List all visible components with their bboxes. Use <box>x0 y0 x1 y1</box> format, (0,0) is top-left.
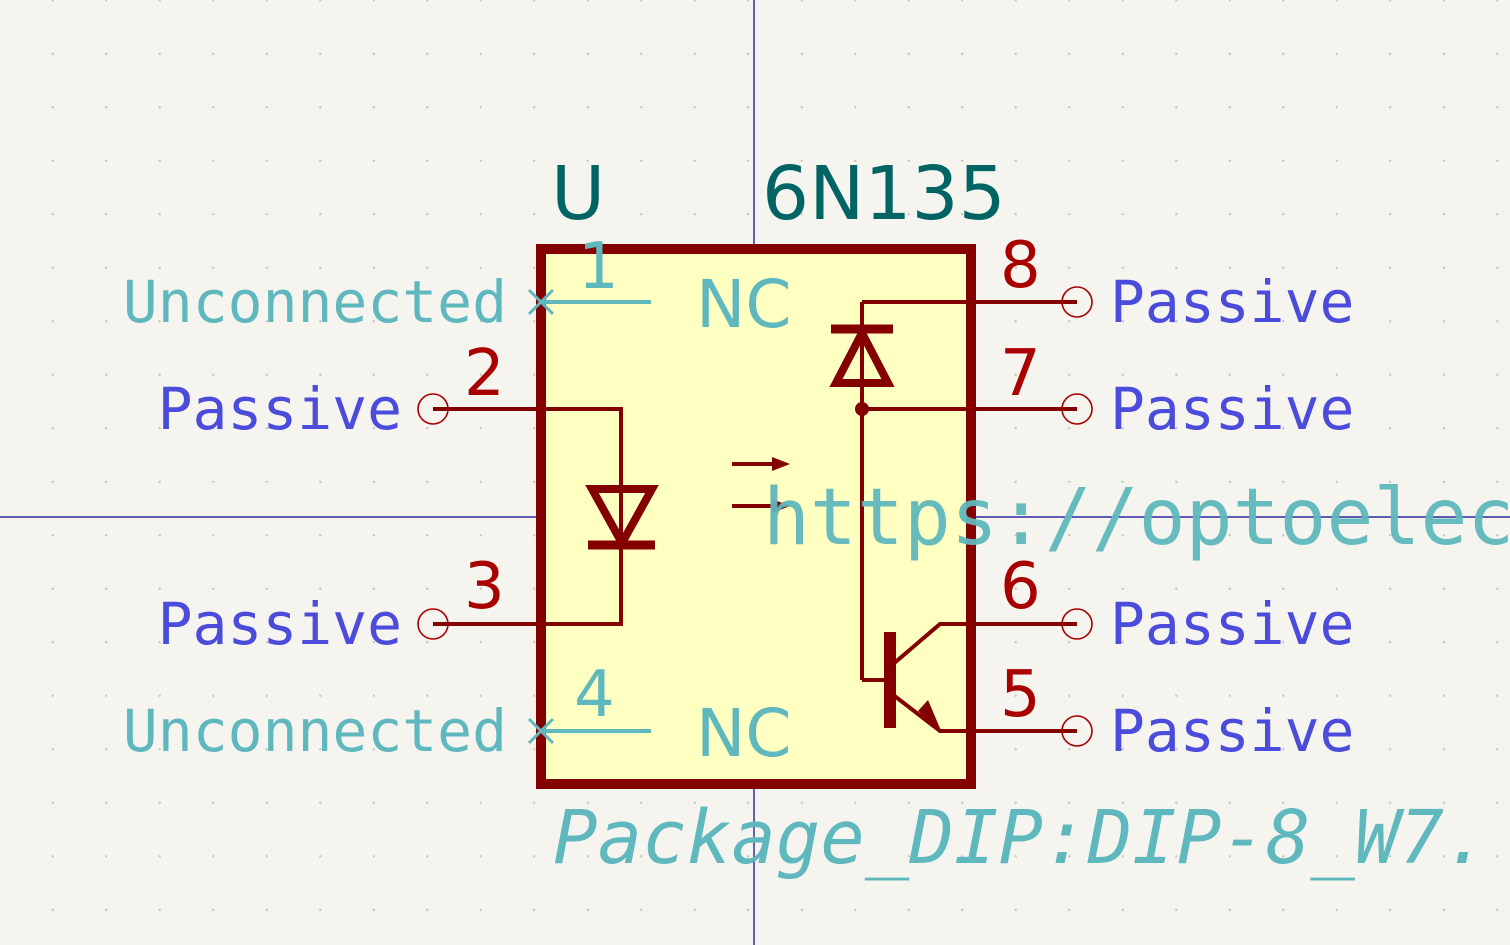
pin-6-number: 6 <box>1000 550 1041 624</box>
led-diode-icon <box>433 407 659 626</box>
pin-1-type: Unconnected <box>123 268 507 336</box>
pin-7-connection[interactable] <box>1061 393 1093 425</box>
pin-3-connection[interactable] <box>417 608 449 640</box>
pin-5-type: Passive <box>1110 697 1354 765</box>
symbol-body[interactable] <box>536 244 976 789</box>
pin-2-connection[interactable] <box>417 393 449 425</box>
pin-1-name: NC <box>696 266 791 343</box>
pin-6-connection[interactable] <box>1061 608 1093 640</box>
pin-6-type: Passive <box>1110 590 1354 658</box>
pin-8-type: Passive <box>1110 268 1354 336</box>
transistor-icon <box>884 622 1077 733</box>
pin-5-number: 5 <box>1000 658 1041 732</box>
pin-2-number: 2 <box>464 337 505 411</box>
light-arrows-icon <box>732 457 790 513</box>
pin-7-number: 7 <box>1000 337 1041 411</box>
photodiode-icon <box>829 300 1077 682</box>
pin-4-number: 4 <box>574 658 615 732</box>
pin-1-number: 1 <box>578 230 619 304</box>
pin-4-name: NC <box>696 695 791 772</box>
pin-3-type: Passive <box>158 590 402 658</box>
pin-8-number: 8 <box>1000 229 1041 303</box>
pin-8-connection[interactable] <box>1061 286 1093 318</box>
pin-7-type: Passive <box>1110 375 1354 443</box>
pin-4-nc[interactable] <box>527 717 651 745</box>
datasheet-url-field[interactable]: https://optoelectr <box>763 473 1510 563</box>
pin-5-connection[interactable] <box>1061 715 1093 747</box>
pin-2-type: Passive <box>158 375 402 443</box>
reference-field[interactable]: U <box>551 151 605 237</box>
pin-1-nc[interactable] <box>527 288 651 316</box>
pin-3-number: 3 <box>464 550 505 624</box>
value-field[interactable]: 6N135 <box>762 151 1006 237</box>
footprint-field[interactable]: Package_DIP:DIP-8_W7. <box>553 795 1489 881</box>
pin-4-type: Unconnected <box>123 697 507 765</box>
